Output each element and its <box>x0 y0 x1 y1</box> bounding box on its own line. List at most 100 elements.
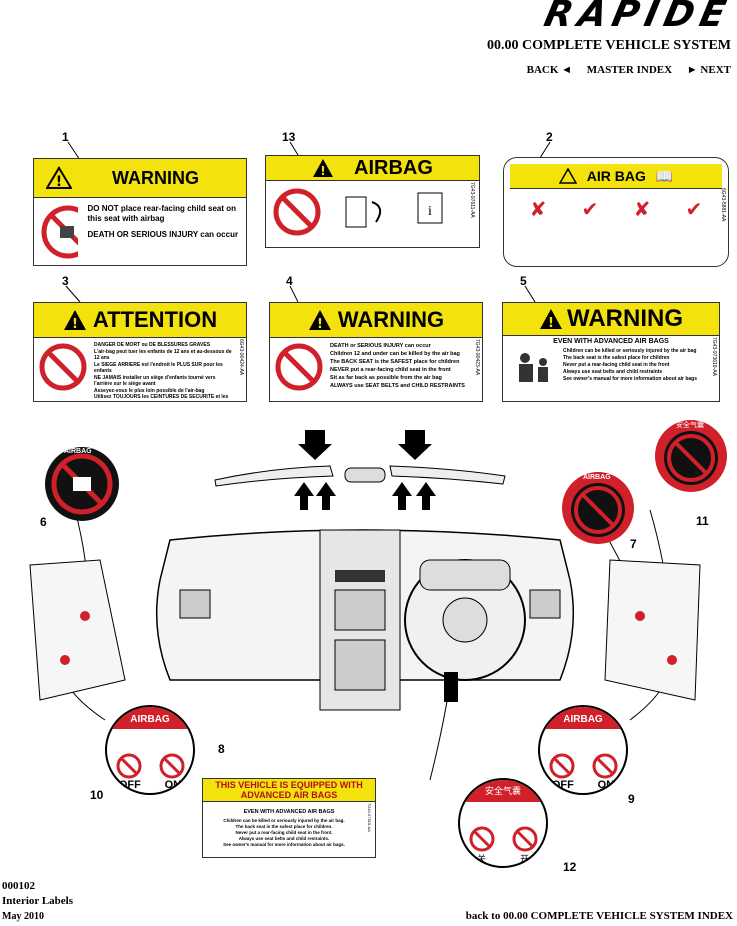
label-1-title: WARNING <box>112 167 199 188</box>
label-1-line2: DEATH OR SERIOUS INJURY can occur <box>87 230 239 239</box>
label-3-line: Le SIEGE ARRIERE est l'endroit le PLUS S… <box>94 361 223 375</box>
label-4-line: The BACK SEAT is the SAFEST place for ch… <box>330 359 460 365</box>
label-8-line: The back seat is the safest place for ch… <box>235 824 333 829</box>
callout-3: 3 <box>62 274 69 288</box>
svg-text:!: ! <box>320 164 325 178</box>
callout-7: 7 <box>630 537 637 551</box>
label-3-code: 6G43-90424-AA <box>238 339 244 376</box>
label-4-heading: DEATH or SERIOUS INJURY can occur <box>330 343 431 349</box>
label-8-code: 7G43-97615-AA <box>367 803 372 832</box>
book-icon: 📖 <box>655 167 674 184</box>
on-label: 开 <box>519 855 529 865</box>
label-13-airbag: ! AIRBAG i 7G43-97611-AA <box>265 155 480 248</box>
warning-triangle-icon: ! <box>313 159 334 178</box>
warning-triangle-icon <box>558 168 577 184</box>
doc-date: May 2010 <box>2 911 44 922</box>
label-3-heading: DANGER DE MORT ou DE BLESSURES GRAVES <box>94 342 211 348</box>
svg-text:!: ! <box>317 317 323 331</box>
label-5-line: Never put a rear-facing child seat in th… <box>563 362 670 368</box>
no-child-seat-icon <box>549 753 574 779</box>
cross-icon: ✘ <box>633 197 651 221</box>
svg-text:!: ! <box>72 317 78 331</box>
label-4-code: 7G43-90423-AA <box>474 339 480 376</box>
label-8-advanced-airbags: THIS VEHICLE IS EQUIPPED WITH ADVANCED A… <box>202 778 376 858</box>
no-child-seat-icon <box>275 343 323 391</box>
arrow-icon <box>294 430 436 510</box>
check-icon: ✔ <box>581 197 599 221</box>
warning-triangle-icon: ! <box>63 310 86 331</box>
label-6-text: AIRBAG <box>64 448 92 455</box>
next-link[interactable]: ► NEXT <box>686 64 731 76</box>
callout-4: 4 <box>286 274 293 288</box>
label-4-line: Sit as far back as possible from the air… <box>330 375 442 381</box>
nav-bar: BACK ◄ MASTER INDEX ► NEXT <box>515 64 731 76</box>
svg-text:!: ! <box>56 174 62 190</box>
no-child-seat-icon <box>39 343 87 391</box>
label-12-text: 安全气囊 <box>460 780 546 802</box>
label-12-airbag-disc: 安全气囊 关 开 <box>458 778 548 868</box>
no-child-seat-icon <box>116 753 141 779</box>
back-link[interactable]: BACK ◄ <box>526 64 573 76</box>
cross-icon: ✘ <box>529 197 547 221</box>
label-3-line: Utilisez TOUJOURS les CEINTURES DE SECUR… <box>94 394 229 401</box>
label-5-line: Children can be killed or seriously inju… <box>563 348 697 354</box>
label-8-line: See owner's manual for more information … <box>223 842 345 847</box>
label-8-sub: EVEN WITH ADVANCED AIR BAGS <box>243 809 335 815</box>
label-3-attention: ! ATTENTION DANGER DE MORT ou DE BLESSUR… <box>33 302 247 402</box>
check-icon: ✔ <box>685 197 703 221</box>
no-child-seat-icon <box>41 205 78 259</box>
no-child-seat-icon <box>159 753 184 779</box>
no-child-seat-icon <box>512 826 537 852</box>
warning-triangle-icon: ! <box>308 310 331 331</box>
callout-10: 10 <box>90 788 104 802</box>
label-8-line: Children can be killed or seriously inju… <box>223 818 345 823</box>
master-index-link[interactable]: MASTER INDEX <box>586 64 673 76</box>
label-5-line: Always use seat belts and child restrain… <box>563 369 663 375</box>
label-7-airbag-disc <box>562 472 634 544</box>
dashboard-diagram <box>29 430 701 711</box>
label-13-title: AIRBAG <box>354 156 433 179</box>
label-6-airbag-disc <box>45 447 119 521</box>
callout-11: 11 <box>696 514 709 528</box>
system-title: 00.00 COMPLETE VEHICLE SYSTEM <box>486 38 731 53</box>
callout-6: 6 <box>40 515 47 529</box>
label-8-line: Never put a rear-facing child seat in th… <box>235 830 333 835</box>
label-2-title: AIR BAG <box>586 168 646 184</box>
callout-1: 1 <box>62 130 69 144</box>
label-8-line: Always use seat belts and child restrain… <box>238 836 330 841</box>
warning-triangle-icon: ! <box>46 166 72 190</box>
svg-text:!: ! <box>548 316 554 330</box>
label-4-line: ALWAYS use SEAT BELTS and CHILD RESTRAIN… <box>330 383 465 389</box>
doc-code: 000102 <box>2 880 35 892</box>
callout-12: 12 <box>563 860 577 874</box>
callout-2: 2 <box>546 130 553 144</box>
label-3-line: Asseyez-vous le plus loin possible de l'… <box>94 387 205 394</box>
seated-child-icon <box>519 353 548 382</box>
label-1-warning: ! WARNING DO NOT place rear-facing child… <box>33 158 247 266</box>
label-11-airbag-disc <box>655 420 727 492</box>
label-4-title: WARNING <box>337 307 445 332</box>
no-child-seat-icon <box>273 188 321 236</box>
label-11-text: 安全气囊 <box>676 421 704 429</box>
no-child-seat-icon <box>592 753 617 779</box>
label-1-line1: DO NOT place rear-facing child seat on t… <box>87 204 236 223</box>
label-9-text: AIRBAG <box>540 707 626 729</box>
label-9-airbag-disc: AIRBAG OFF ON <box>538 705 628 795</box>
label-3-line: NE JAMAIS installer un siège d'enfants t… <box>94 374 216 388</box>
warning-triangle-icon: ! <box>540 309 562 330</box>
callout-8: 8 <box>218 742 225 756</box>
label-5-title: WARNING <box>567 305 683 332</box>
label-4-line: Children 12 and under can be killed by t… <box>330 351 460 357</box>
label-10-airbag-disc: AIRBAG OFF ON <box>105 705 195 795</box>
callout-9: 9 <box>628 792 635 806</box>
back-to-index-link[interactable]: back to 00.00 COMPLETE VEHICLE SYSTEM IN… <box>465 910 733 922</box>
callout-13: 13 <box>282 130 296 144</box>
label-3-line: L'air-bag peut tuer les enfants de 12 an… <box>94 348 232 362</box>
label-7-text: AIRBAG <box>583 474 611 481</box>
label-3-title: ATTENTION <box>92 307 218 332</box>
label-5-line: The back seat is the safest place for ch… <box>563 355 670 361</box>
label-4-line: NEVER put a rear-facing child seat in th… <box>330 367 451 373</box>
label-13-code: 7G43-97611-AA <box>469 182 475 218</box>
no-child-seat-icon <box>469 826 494 852</box>
label-5-line: See owner's manual for more information … <box>563 376 697 382</box>
